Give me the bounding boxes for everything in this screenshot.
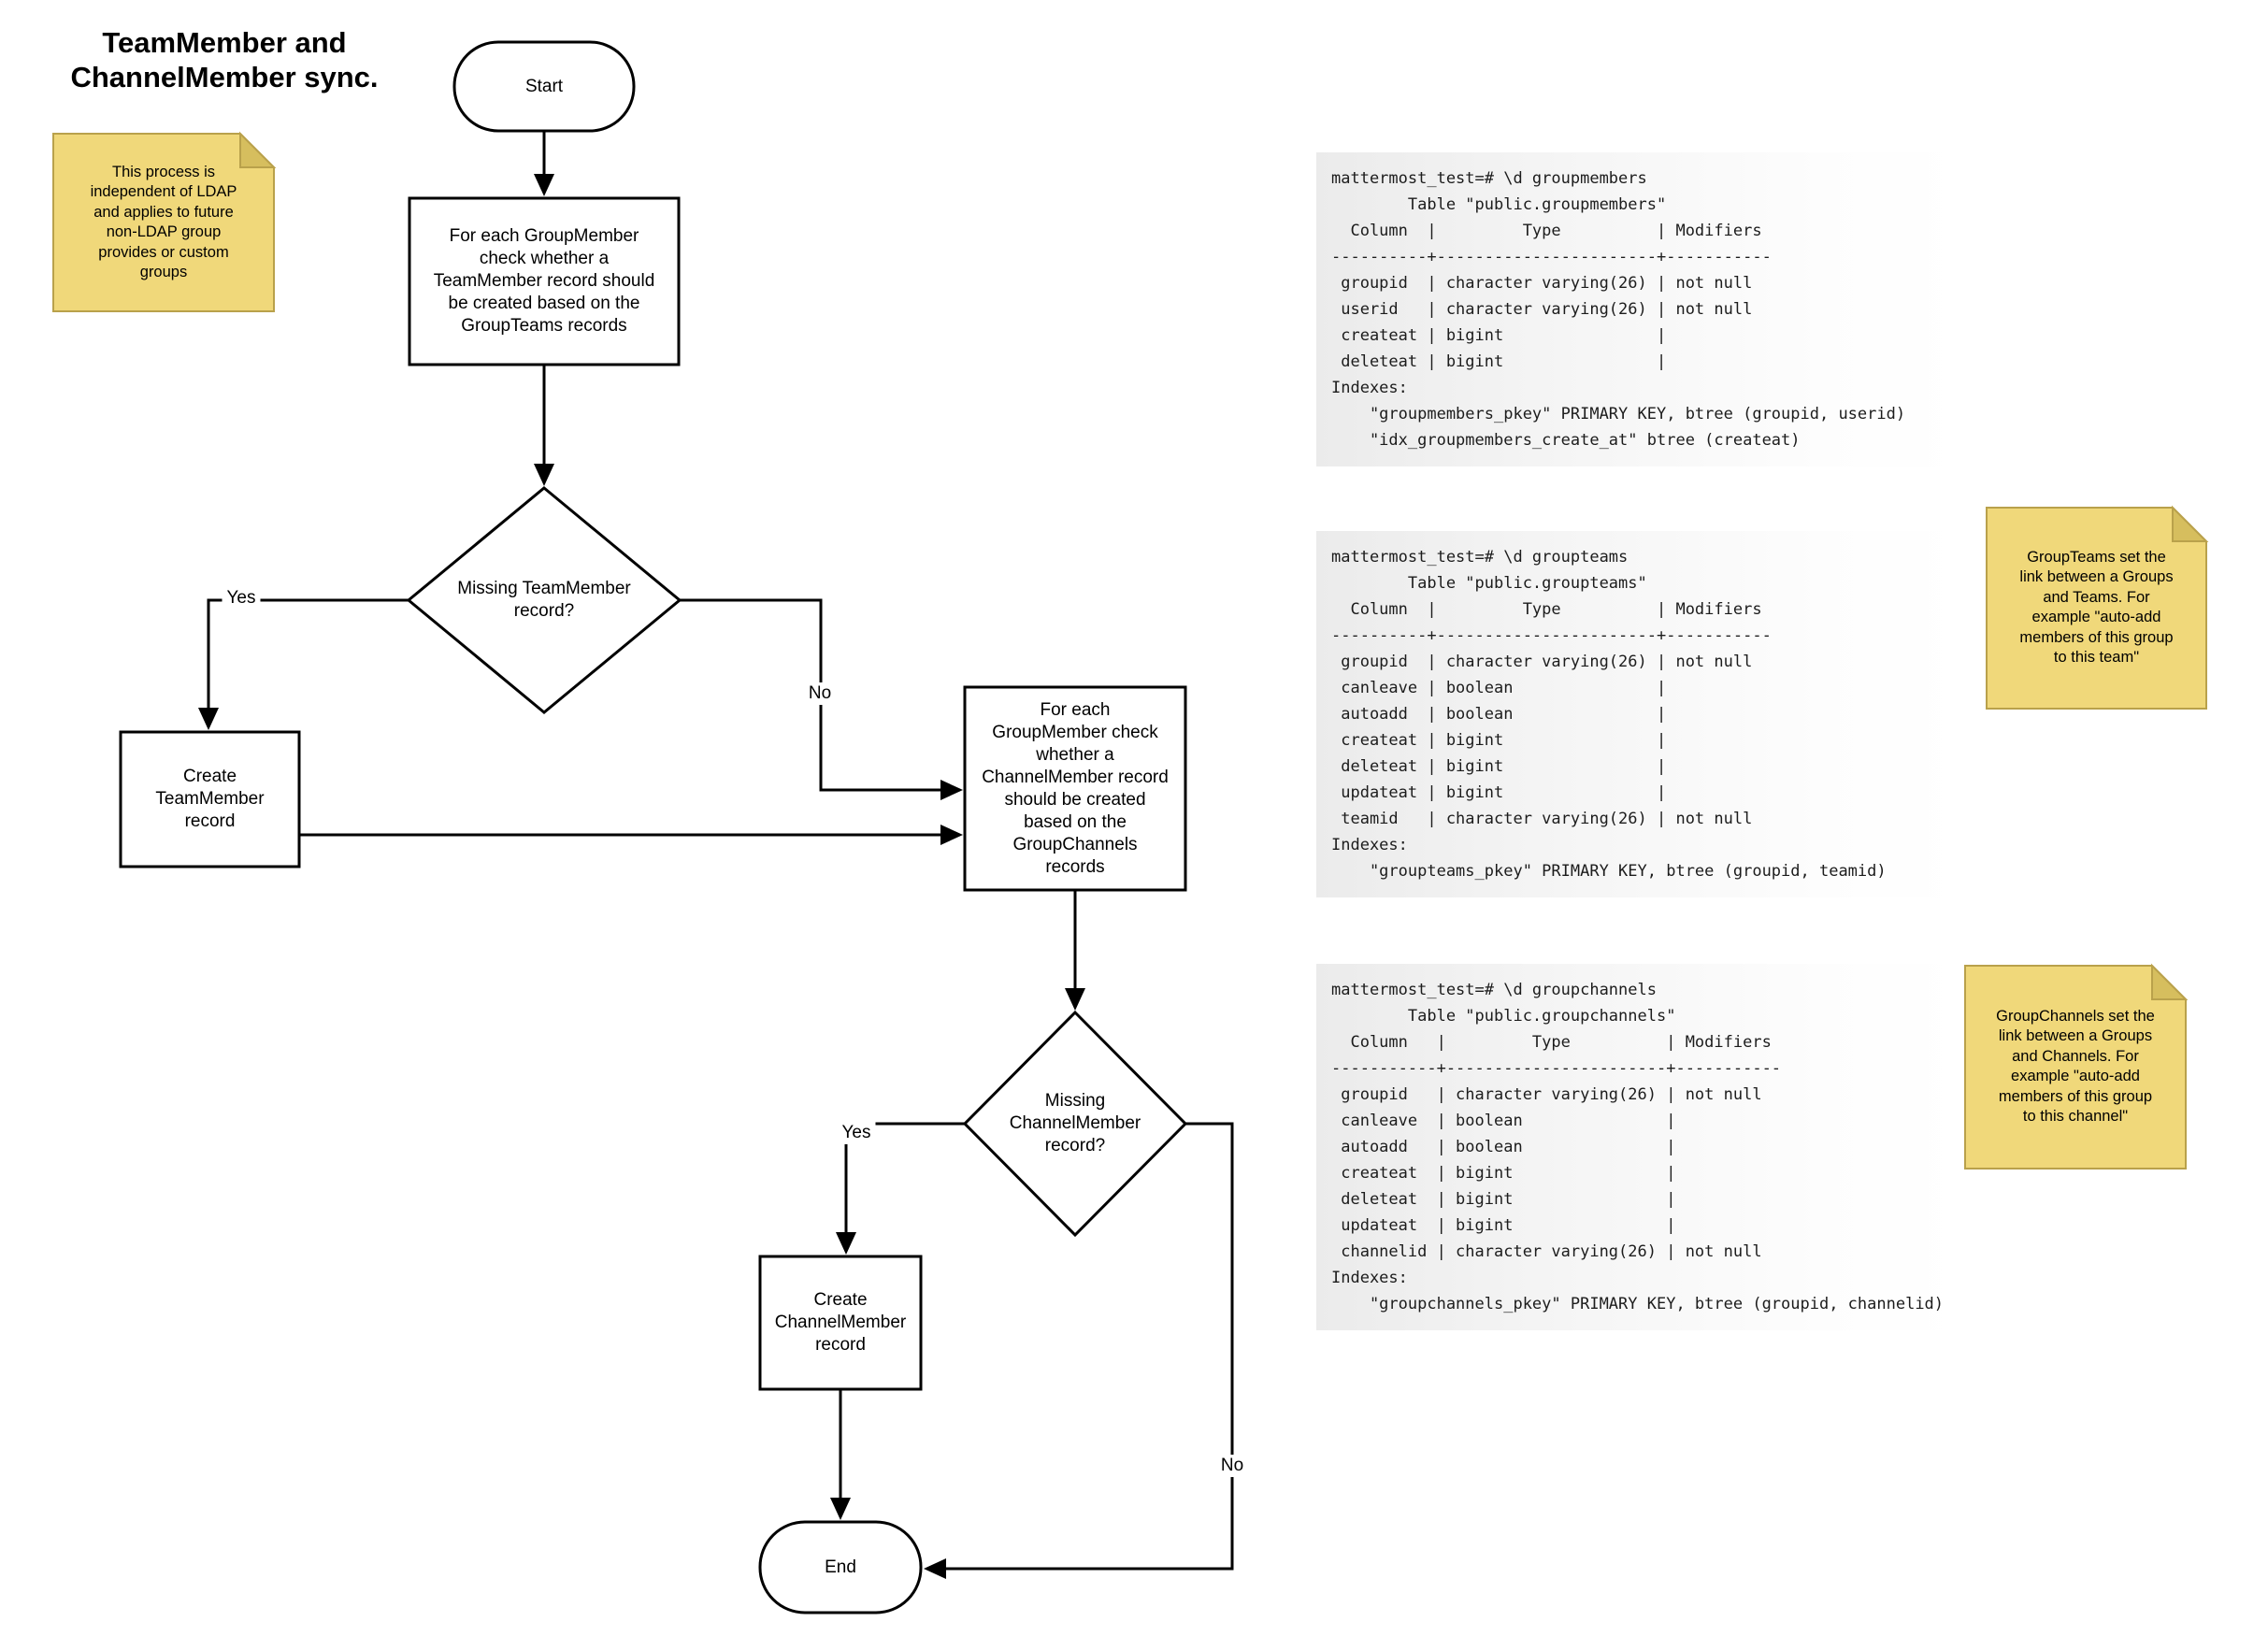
edge-label-no-channelmember: No	[1215, 1455, 1249, 1477]
page-title: TeamMember and ChannelMember sync.	[70, 26, 379, 93]
process-teammember-label: For each GroupMember check whether a Tea…	[433, 226, 655, 336]
create-channelmember-label: Create ChannelMember record	[774, 1290, 907, 1355]
edge-label-yes-teammember: Yes	[222, 587, 261, 610]
connector-yes-to-create-teammember	[198, 598, 409, 730]
decision-channelmember-label: Missing ChannelMember record?	[1009, 1091, 1141, 1155]
terminal-groupteams: mattermost_test=# \d groupteams Table "p…	[1316, 531, 1961, 897]
terminal-groupchannels: mattermost_test=# \d groupchannels Table…	[1316, 964, 1961, 1330]
note-groupteams-text: GroupTeams set the link between a Groups…	[2019, 548, 2174, 667]
process-channelmember-label: For each GroupMember check whether a Cha…	[982, 699, 1169, 877]
start-node-label: Start	[524, 76, 564, 96]
note-ldap-text: This process is independent of LDAP and …	[90, 163, 237, 281]
terminal-groupmembers: mattermost_test=# \d groupmembers Table …	[1316, 152, 1961, 466]
end-node-label: End	[825, 1557, 856, 1577]
create-teammember-label: Create TeamMember record	[155, 767, 265, 831]
edge-label-no-teammember: No	[803, 682, 837, 705]
edge-label-yes-channelmember: Yes	[837, 1122, 876, 1144]
decision-teammember-label: Missing TeamMember record?	[457, 579, 631, 621]
note-groupchannels-text: GroupChannels set the link between a Gro…	[1996, 1007, 2155, 1126]
